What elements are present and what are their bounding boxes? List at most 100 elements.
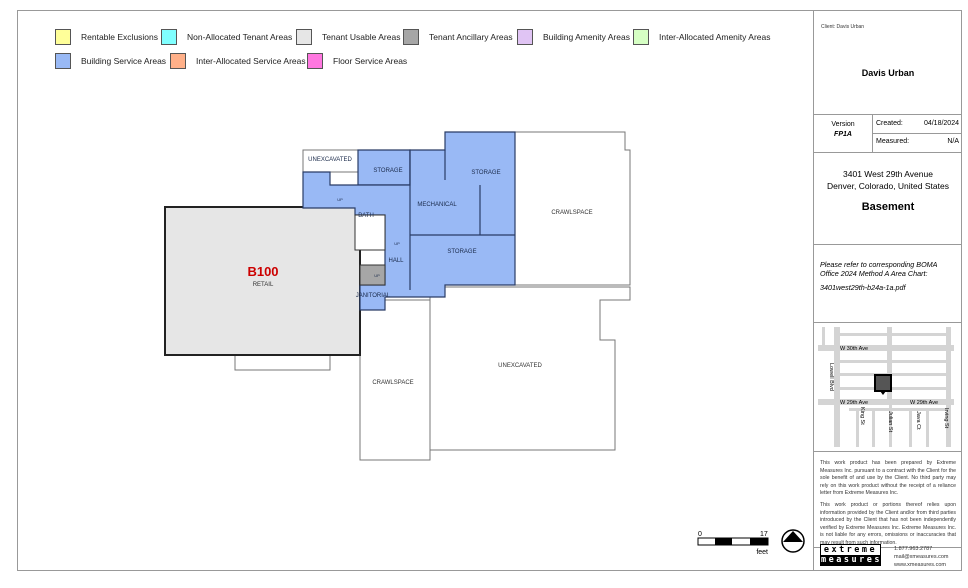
room-labels: UNEXCAVATED STORAGE STORAGE MECHANICAL S…	[308, 157, 593, 386]
legend-label: Inter-Allocated Amenity Areas	[659, 32, 771, 42]
company-logo: extreme measures	[820, 544, 881, 566]
created-value: 04/18/2024	[923, 120, 959, 127]
floor-name: Basement	[861, 201, 915, 213]
street-label: King St	[859, 407, 865, 425]
street-label: Java Ct	[915, 411, 921, 430]
room-label: MECHANICAL	[417, 202, 457, 208]
stair	[359, 264, 386, 286]
location-pin-icon	[874, 374, 892, 395]
legend-swatch	[633, 29, 649, 45]
contact-info: 1.877.963.2787 mail@xmeasures.com www.xm…	[894, 545, 948, 569]
version-section: Version FP1A Created: 04/18/2024 Measure…	[814, 115, 962, 153]
stair-up-label: UP	[374, 273, 380, 278]
scale-segment	[715, 538, 732, 545]
room-label: BATH	[358, 213, 374, 219]
sheet-border	[17, 10, 962, 571]
legend-label: Tenant Usable Areas	[322, 32, 401, 42]
area-chart-file[interactable]: 3401west29th-b24a-1a.pdf	[820, 283, 906, 292]
street-label: W 29th Ave	[840, 400, 868, 406]
street-label: W 29th Ave	[910, 400, 938, 406]
company-footer: extreme measures 1.877.963.2787 mail@xme…	[814, 544, 962, 571]
address-line-2: Denver, Colorado, United States	[827, 181, 949, 191]
legend-item: Rentable Exclusions	[55, 29, 158, 45]
street-label: Irving St	[943, 408, 949, 429]
legend-swatch	[296, 29, 312, 45]
stair-up-label: UP	[394, 241, 400, 246]
legend-label: Tenant Ancillary Areas	[429, 32, 513, 42]
legend-item: Non-Allocated Tenant Areas	[161, 29, 292, 45]
measured-value: N/A	[947, 138, 959, 145]
created-row: Created: 04/18/2024	[873, 115, 962, 134]
legend-label: Floor Service Areas	[333, 56, 408, 66]
legend-swatch	[307, 53, 323, 69]
legend-label: Building Amenity Areas	[543, 32, 630, 42]
legend-swatch	[161, 29, 177, 45]
scale-bar: 0 17 feet	[697, 531, 769, 556]
street-label: W 30th Ave	[840, 346, 868, 352]
room-label: CRAWLSPACE	[551, 210, 592, 216]
street-map: W 30th Ave Lowell Blvd W 29th Ave W 29th…	[818, 327, 954, 447]
legend-item: Inter-Allocated Amenity Areas	[633, 29, 771, 45]
legend-swatch	[170, 53, 186, 69]
scale-max: 17	[760, 531, 768, 538]
unallocated-outlines	[234, 131, 631, 461]
suite-id: B100	[247, 264, 278, 279]
north-arrow-icon	[781, 529, 805, 553]
suite-name: RETAIL	[253, 282, 274, 288]
disclaimer-section: This work product has been prepared by E…	[814, 452, 962, 548]
room-label: STORAGE	[447, 249, 476, 255]
room-label: STORAGE	[471, 170, 500, 176]
room-label: UNEXCAVATED	[308, 157, 352, 163]
measured-label: Measured:	[876, 138, 910, 145]
disclaimer-2: This work product or portions thereof re…	[820, 501, 956, 546]
legend-item: Inter-Allocated Service Areas	[170, 53, 306, 69]
logo-text: extreme	[821, 545, 880, 555]
client-name: Davis Urban	[861, 68, 915, 78]
version-label: Version	[831, 121, 855, 128]
measured-row: Measured: N/A	[873, 134, 962, 152]
street-label: Julian St	[887, 411, 893, 433]
legend-item: Tenant Usable Areas	[296, 29, 400, 45]
room-label: UNEXCAVATED	[498, 363, 542, 369]
bath-room	[354, 214, 386, 251]
legend-label: Rentable Exclusions	[81, 32, 159, 42]
scale-unit: feet	[756, 549, 768, 556]
crawlspace-area-2	[359, 299, 431, 461]
legend-swatch	[403, 29, 419, 45]
unexcavated-area	[429, 286, 631, 451]
client-label: Client: Davis Urban	[821, 24, 865, 30]
address-line-1: 3401 West 29th Avenue	[843, 169, 933, 179]
room-label: STORAGE	[373, 168, 402, 174]
email-link[interactable]: mail@xmeasures.com	[894, 554, 949, 560]
room-label: HALL	[388, 258, 404, 264]
legend-label: Non-Allocated Tenant Areas	[187, 32, 293, 42]
scale-min: 0	[698, 531, 702, 538]
area-chart-note: Please refer to corresponding BOMA Offic…	[820, 260, 938, 278]
building-service-areas	[302, 131, 516, 311]
legend-label: Inter-Allocated Service Areas	[196, 56, 306, 66]
logo-text: measures	[821, 555, 882, 565]
legend-item: Floor Service Areas	[307, 53, 407, 69]
version-value: FP1A	[834, 131, 852, 138]
crawlspace-area	[514, 131, 631, 286]
room-label: JANITORIAL	[356, 293, 391, 299]
legend-item: Building Service Areas	[55, 53, 166, 69]
suite-b100-retail	[164, 206, 361, 356]
retail-bay	[234, 354, 331, 371]
legend-swatch	[55, 29, 71, 45]
disclaimer-1: This work product has been prepared by E…	[820, 460, 956, 497]
client-section: Client: Davis Urban Davis Urban	[814, 10, 962, 115]
legend-swatch	[55, 53, 71, 69]
legend-item: Tenant Ancillary Areas	[403, 29, 513, 45]
legend-swatch	[517, 29, 533, 45]
address-section: 3401 West 29th Avenue Denver, Colorado, …	[814, 153, 962, 245]
stair-up-label: UP	[337, 197, 343, 202]
title-block: Client: Davis Urban Davis Urban Version …	[813, 10, 962, 571]
location-map: W 30th Ave Lowell Blvd W 29th Ave W 29th…	[814, 323, 962, 452]
room-label: CRAWLSPACE	[372, 380, 413, 386]
website-link[interactable]: www.xmeasures.com	[894, 562, 946, 568]
phone: 1.877.963.2787	[894, 546, 933, 552]
version-cell: Version FP1A	[814, 115, 873, 152]
legend-item: Building Amenity Areas	[517, 29, 630, 45]
